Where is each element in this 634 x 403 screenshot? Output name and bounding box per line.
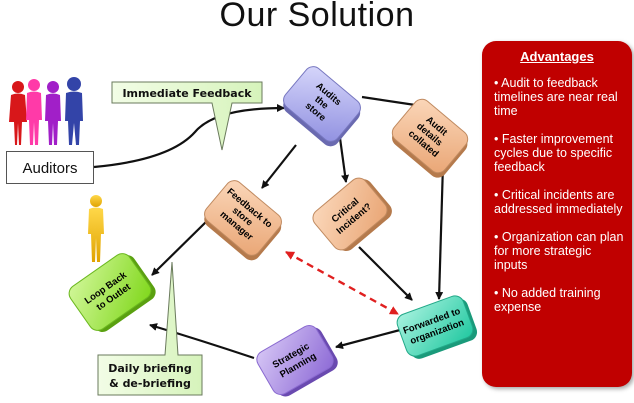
- node-strategic-planning: Strategic Planning: [256, 325, 338, 397]
- auditors-label-box: Auditors: [6, 151, 94, 184]
- immediate-feedback-label: Immediate Feedback: [122, 87, 252, 100]
- advantages-heading: Advantages: [520, 49, 594, 64]
- node-audits-store: Audits the store: [283, 66, 361, 147]
- advantage-item: • Audit to feedback timelines are near r…: [494, 76, 618, 118]
- advantage-item: • Critical incidents are addressed immed…: [494, 188, 623, 216]
- node-audit-details: Audit details collated: [391, 98, 469, 178]
- advantage-item: • Faster improvement cycles due to speci…: [494, 132, 613, 174]
- node-forwarded-organization: Forwarded to organization: [396, 295, 478, 359]
- daily-briefing-label-line1: Daily briefing: [108, 362, 191, 375]
- advantage-item: • No added training expense: [494, 286, 601, 314]
- advantage-item: • Organization can plan for more strateg…: [494, 230, 624, 272]
- svg-text:Audits the store: Audits the store: [299, 81, 345, 127]
- dashed-feedback-arrow: [285, 250, 399, 316]
- page-title: Our Solution: [219, 0, 415, 34]
- auditors-people-icon: [9, 77, 83, 145]
- daily-briefing-label-line2: & de-briefing: [109, 377, 191, 390]
- node-critical-incident: Critical Incident?: [312, 177, 392, 252]
- store-manager-person-icon: [88, 195, 104, 262]
- immediate-feedback-callout: Immediate Feedback: [111, 81, 263, 151]
- node-feedback-manager: Feedback to store manager: [204, 180, 282, 261]
- node-loop-back: Loop Back to Outlet: [68, 253, 156, 332]
- daily-briefing-callout: Daily briefing & de-briefing: [97, 261, 203, 396]
- advantages-panel: Advantages • Audit to feedback timelines…: [482, 41, 632, 387]
